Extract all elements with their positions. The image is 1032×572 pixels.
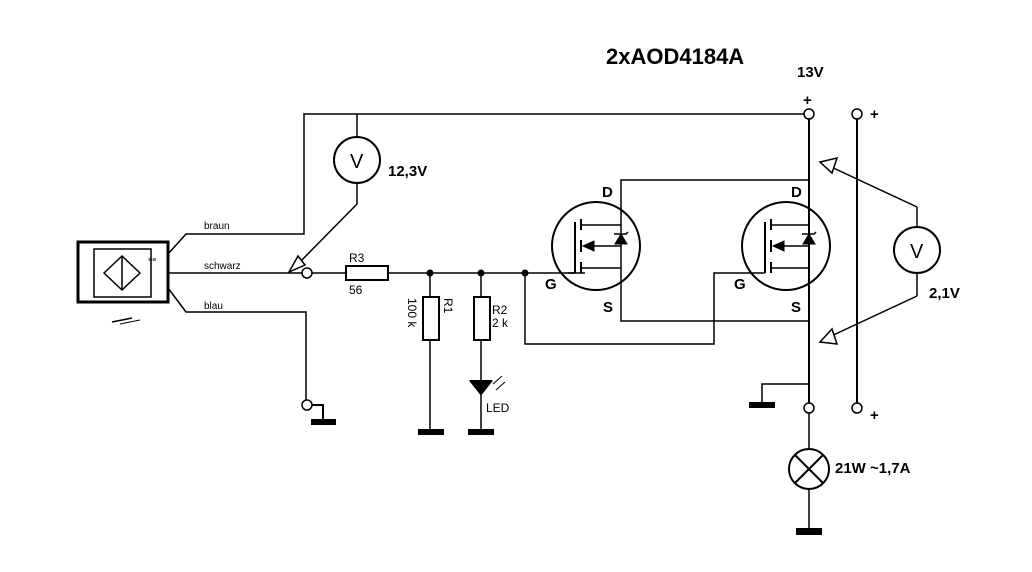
voltmeter-right (818, 156, 941, 345)
r3-name: R3 (349, 251, 365, 265)
wire-label-black: schwarz (204, 261, 241, 272)
r1-value: 100 k (405, 298, 419, 328)
mosfet-2-gate: G (734, 276, 746, 293)
terminal-plus-right-top (851, 108, 863, 120)
wire-label-brown: braun (204, 221, 230, 232)
voltmeter-left-reading: 12,3V (388, 163, 427, 180)
plus-label-right-bottom: + (870, 407, 879, 424)
mosfet-2-source: S (791, 299, 801, 316)
mosfet-1-drain: D (602, 184, 613, 201)
diagram-title: 2xAOD4184A (606, 44, 744, 69)
mosfet-1-gate: G (545, 276, 557, 293)
plus-label-top: + (803, 92, 812, 109)
lamp-label: 21W ~1,7A (835, 460, 911, 477)
ground-symbol-source (749, 402, 775, 408)
resistor-r3 (345, 265, 389, 281)
ground-symbol-r1 (418, 429, 444, 435)
led (468, 375, 506, 396)
terminal-plus-top (803, 108, 815, 120)
mosfet-1-source: S (603, 299, 613, 316)
terminal-ground (301, 399, 313, 411)
ground-symbol-led (468, 429, 494, 435)
terminal-signal (301, 267, 313, 279)
r2-name: R2 (492, 303, 508, 317)
supply-voltage-label: 13V (797, 64, 824, 81)
r1-name: R1 (441, 298, 455, 314)
r2-value: 2 k (492, 316, 509, 330)
sensor-wires (167, 113, 809, 400)
voltmeter-left (287, 114, 381, 274)
voltmeter-left-symbol: V (350, 151, 364, 173)
wire-label-blue: blau (204, 301, 223, 312)
resistor-r2 (473, 296, 491, 341)
mosfet-2-drain: D (791, 184, 802, 201)
lamp (788, 448, 830, 490)
mosfet-2 (741, 201, 831, 291)
mosfet-1 (551, 201, 641, 291)
svg-text:≡≡: ≡≡ (148, 257, 156, 264)
ground-symbol-lamp (796, 528, 822, 535)
terminal-lamp (803, 402, 815, 414)
terminal-plus-right-bottom (851, 402, 863, 414)
ground-symbol-sensor (311, 419, 336, 425)
voltmeter-right-symbol: V (910, 241, 924, 263)
voltmeter-right-reading: 2,1V (929, 285, 960, 302)
plus-label-right-top: + (870, 106, 879, 123)
r3-value: 56 (349, 283, 363, 297)
resistor-r1 (422, 296, 440, 341)
led-label: LED (486, 401, 510, 415)
proximity-sensor: ≡≡ (76, 240, 170, 325)
